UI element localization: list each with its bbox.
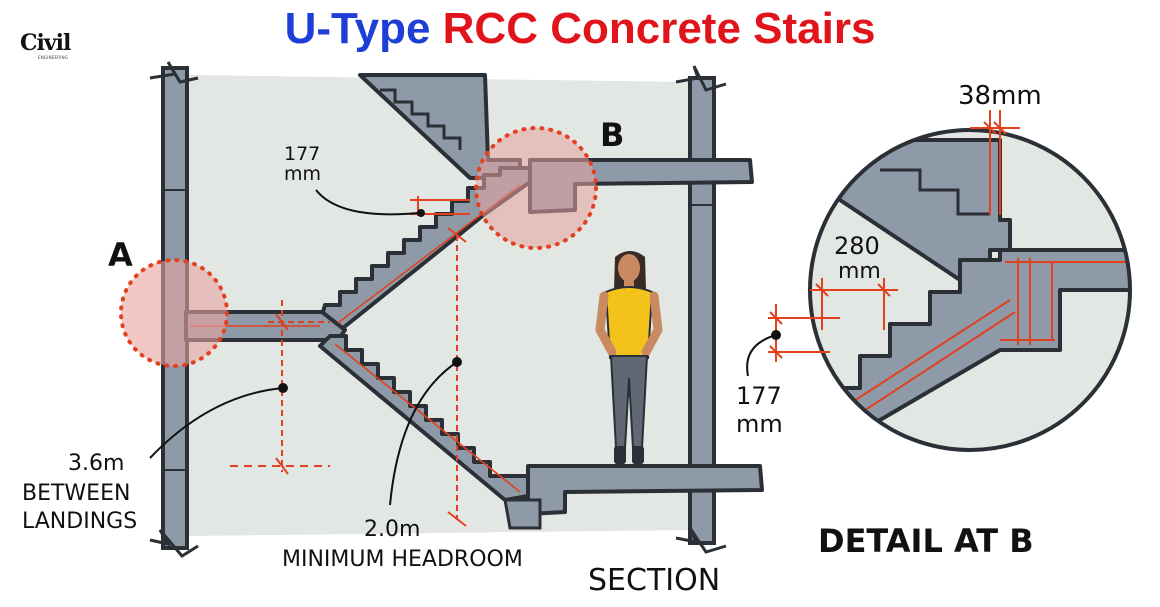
tread-unit: mm <box>838 259 881 284</box>
tread-value: 280 <box>834 232 880 260</box>
detail-riser-value: 177 <box>736 382 782 410</box>
highlight-circle-b <box>474 126 598 250</box>
detail-circle <box>808 128 1132 452</box>
nosing-label: 38mm <box>958 81 1042 111</box>
headroom-dimension <box>447 227 467 527</box>
label-b: B <box>600 116 624 154</box>
headroom-value: 2.0m <box>364 517 420 542</box>
civil-logo: Civil ENGINEERING <box>20 30 84 64</box>
detail-caption: DETAIL AT B <box>818 522 1034 560</box>
headroom-leader-line <box>389 361 458 506</box>
page-title: U-Type RCC Concrete Stairs <box>0 4 1160 54</box>
riser-section-value: 177 <box>284 143 320 165</box>
label-a: A <box>108 236 133 274</box>
title-part-red: RCC Concrete Stairs <box>442 4 876 53</box>
person-figure <box>595 251 663 464</box>
logo-text: Civil <box>20 30 71 56</box>
landing-text-2: LANDINGS <box>22 509 137 534</box>
highlight-circle-a <box>119 258 229 368</box>
lower-flight <box>318 334 542 530</box>
riser-section-unit: mm <box>284 163 321 185</box>
nosing-dimension <box>970 110 1020 215</box>
detail-riser-leader <box>746 334 777 377</box>
headroom-text: MINIMUM HEADROOM <box>282 547 523 572</box>
tread-dimension <box>810 278 898 330</box>
riser-leader-dot <box>417 209 425 217</box>
landing-value: 3.6m <box>68 451 124 476</box>
detail-riser-unit: mm <box>736 410 783 438</box>
landing-leader-line <box>149 387 284 459</box>
riser-leader-line <box>315 189 419 216</box>
title-part-blue: U-Type <box>284 4 431 53</box>
logo-subtext: ENGINEERING <box>38 55 69 60</box>
section-caption: SECTION <box>588 563 720 598</box>
landing-text-1: BETWEEN <box>22 481 130 506</box>
